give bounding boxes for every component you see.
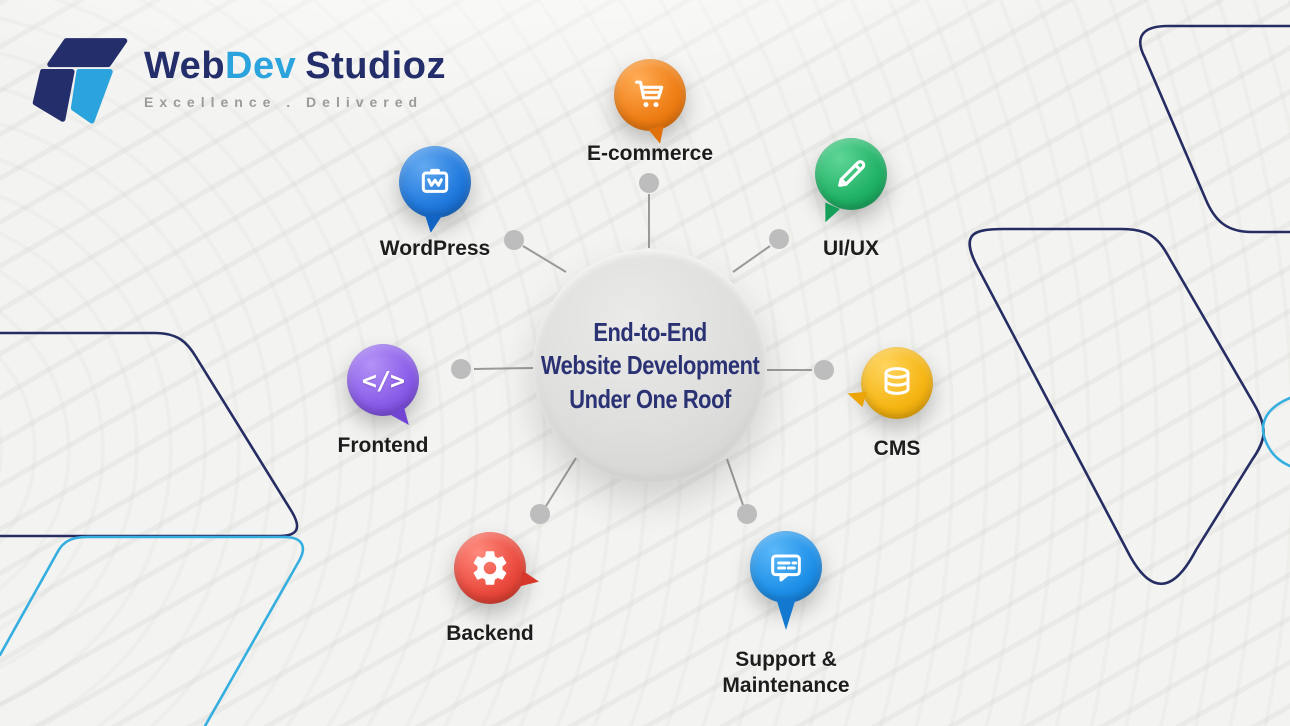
brand-word-web: Web	[144, 45, 226, 87]
center-title-line2: Website Development	[540, 350, 760, 381]
gear-icon	[473, 551, 507, 585]
connector-dot	[639, 173, 659, 193]
connector-line-backend	[545, 457, 577, 507]
center-title: End-to-End Website Development Under One…	[541, 316, 760, 416]
decor-outline-right-diamond	[968, 227, 1265, 585]
node-label-support: Support & Maintenance	[722, 647, 849, 698]
pencil-icon	[838, 160, 866, 187]
ecommerce-bubble	[614, 59, 686, 146]
node-label-ecommerce: E-commerce	[586, 142, 714, 165]
decor-outline-left-chevron	[0, 331, 299, 538]
code-icon: </>	[361, 365, 405, 395]
node-frontend: </> Frontend	[298, 344, 468, 459]
center-title-line3: Under One Roof	[569, 383, 731, 414]
bubble-tail	[390, 405, 416, 430]
connector-dot	[814, 360, 834, 380]
bubble-tail	[818, 202, 840, 226]
node-label-uiux: UI/UX	[822, 237, 879, 260]
connector-dot	[451, 359, 471, 379]
connector-line-uiux	[732, 245, 771, 273]
node-label-wordpress: WordPress	[379, 237, 491, 260]
chat-bubble-icon	[771, 554, 801, 582]
wordpress-board-icon	[421, 168, 449, 193]
connector-line-support	[726, 458, 744, 506]
support-label-line2: Maintenance	[722, 673, 850, 697]
node-support-maintenance: Support & Maintenance	[701, 531, 871, 698]
center-hub-circle: End-to-End Website Development Under One…	[533, 249, 767, 483]
support-label-line1: Support &	[735, 648, 837, 671]
support-bubble	[750, 531, 822, 630]
decor-outline-left-cyan-chevron	[0, 535, 305, 726]
node-backend: Backend	[405, 532, 575, 647]
frontend-bubble: </>	[347, 344, 419, 430]
shopping-cart-icon	[635, 80, 664, 108]
decor-outline-right-cyan-corner	[1261, 396, 1290, 468]
bubble-tail	[519, 570, 541, 590]
connector-dot	[530, 504, 550, 524]
connector-dot	[737, 504, 757, 524]
brand-word-dev: Dev	[225, 45, 297, 87]
node-uiux: UI/UX	[766, 138, 936, 262]
connector-line-frontend	[473, 367, 534, 370]
bubble-tail	[776, 598, 796, 630]
brand-tagline: Excellence . Delivered	[144, 94, 424, 110]
bubble-tail	[845, 386, 867, 408]
node-label-cms: CMS	[873, 437, 921, 460]
brand-word-studioz: Studioz	[305, 45, 446, 87]
connector-line-wordpress	[522, 245, 567, 273]
node-label-backend: Backend	[446, 622, 534, 645]
node-ecommerce: E-commerce	[565, 59, 735, 167]
backend-bubble	[454, 532, 541, 604]
node-cms: CMS	[812, 347, 982, 462]
node-label-frontend: Frontend	[337, 434, 429, 457]
connector-dot	[504, 230, 524, 250]
uiux-bubble	[815, 138, 887, 226]
center-title-line1: End-to-End	[593, 317, 707, 348]
cms-bubble	[845, 347, 933, 419]
connector-dot	[769, 229, 789, 249]
webdev-logo-icon	[32, 38, 128, 124]
decor-outline-top-right	[1139, 24, 1290, 234]
node-wordpress: WordPress	[350, 146, 520, 262]
bubble-tail	[421, 212, 443, 235]
database-icon	[884, 367, 910, 395]
wordpress-bubble	[399, 146, 471, 235]
